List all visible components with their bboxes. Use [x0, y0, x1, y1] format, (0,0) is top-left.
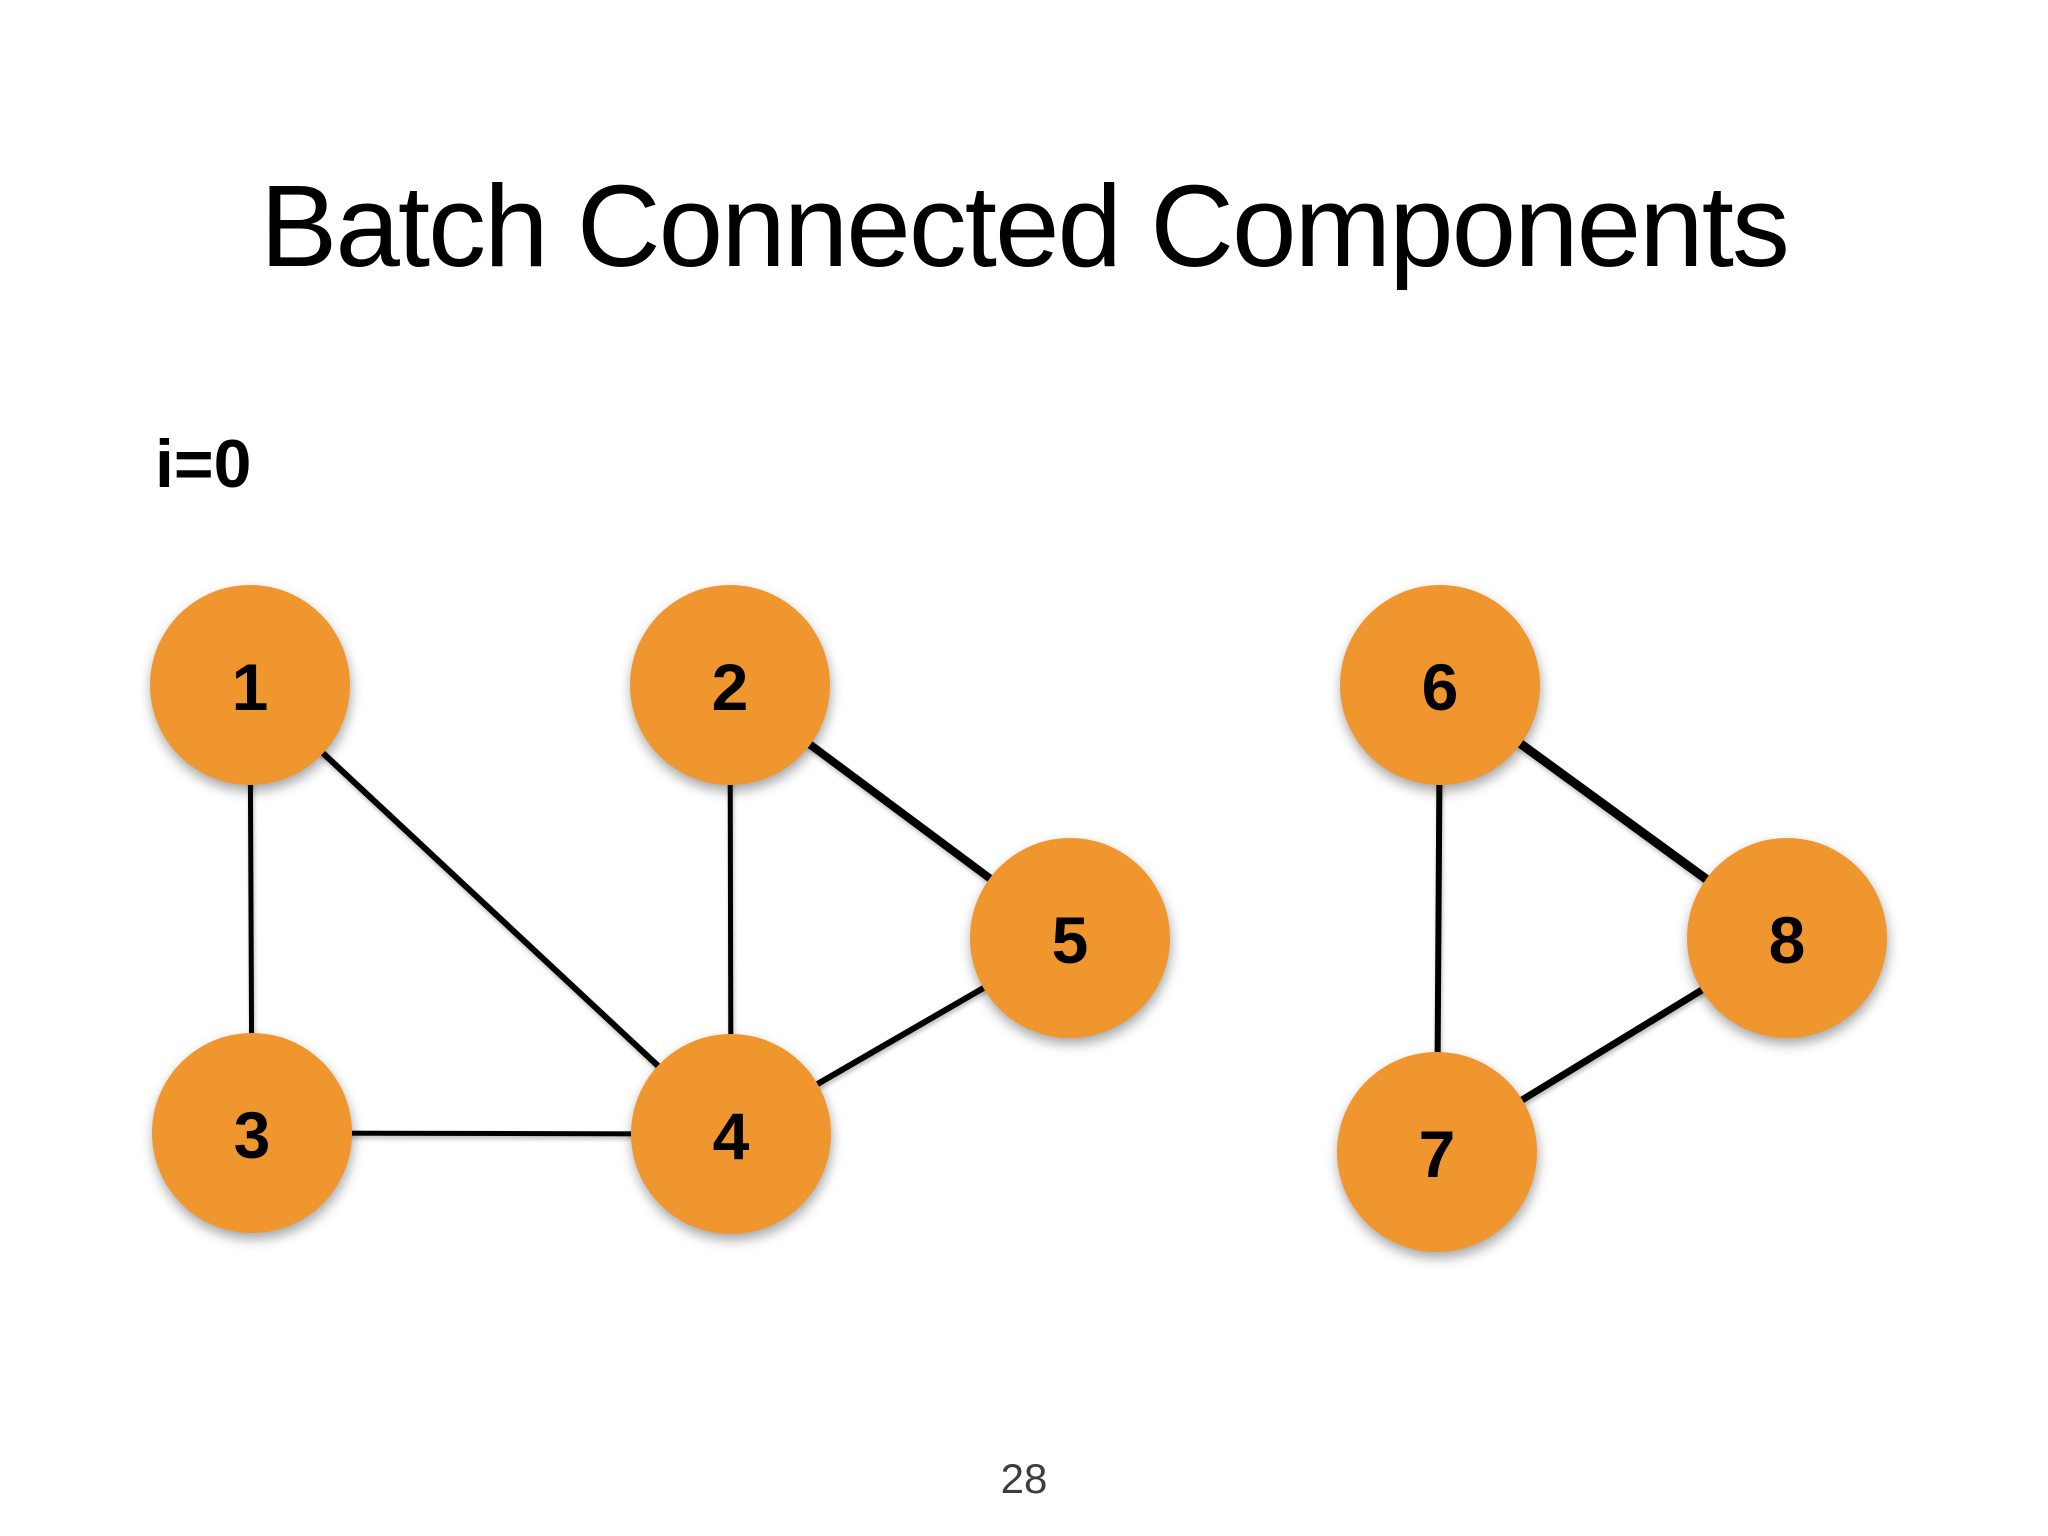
graph-node-label-5: 5 — [1052, 903, 1089, 977]
graph-node-label-3: 3 — [234, 1098, 271, 1172]
graph-node-5 — [970, 838, 1170, 1038]
graph-node-label-6: 6 — [1422, 650, 1459, 724]
graph-node-4 — [631, 1034, 831, 1234]
graph-node-2 — [630, 585, 830, 785]
graph-node-8 — [1687, 838, 1887, 1038]
graph-edge-1-4 — [247, 682, 734, 1137]
iteration-label: i=0 — [155, 426, 252, 502]
graph-node-label-8: 8 — [1769, 903, 1806, 977]
page-title: Batch Connected Components — [260, 161, 1790, 291]
graph-node-3 — [152, 1033, 352, 1233]
graph-node-6 — [1340, 585, 1540, 785]
page-number: 28 — [1000, 1455, 1048, 1502]
graph-node-label-4: 4 — [713, 1099, 750, 1173]
graph-node-label-2: 2 — [712, 650, 749, 724]
graph-node-label-7: 7 — [1419, 1117, 1456, 1191]
graph-node-7 — [1337, 1052, 1537, 1252]
graph-node-label-1: 1 — [232, 650, 269, 724]
graph-node-1 — [150, 585, 350, 785]
